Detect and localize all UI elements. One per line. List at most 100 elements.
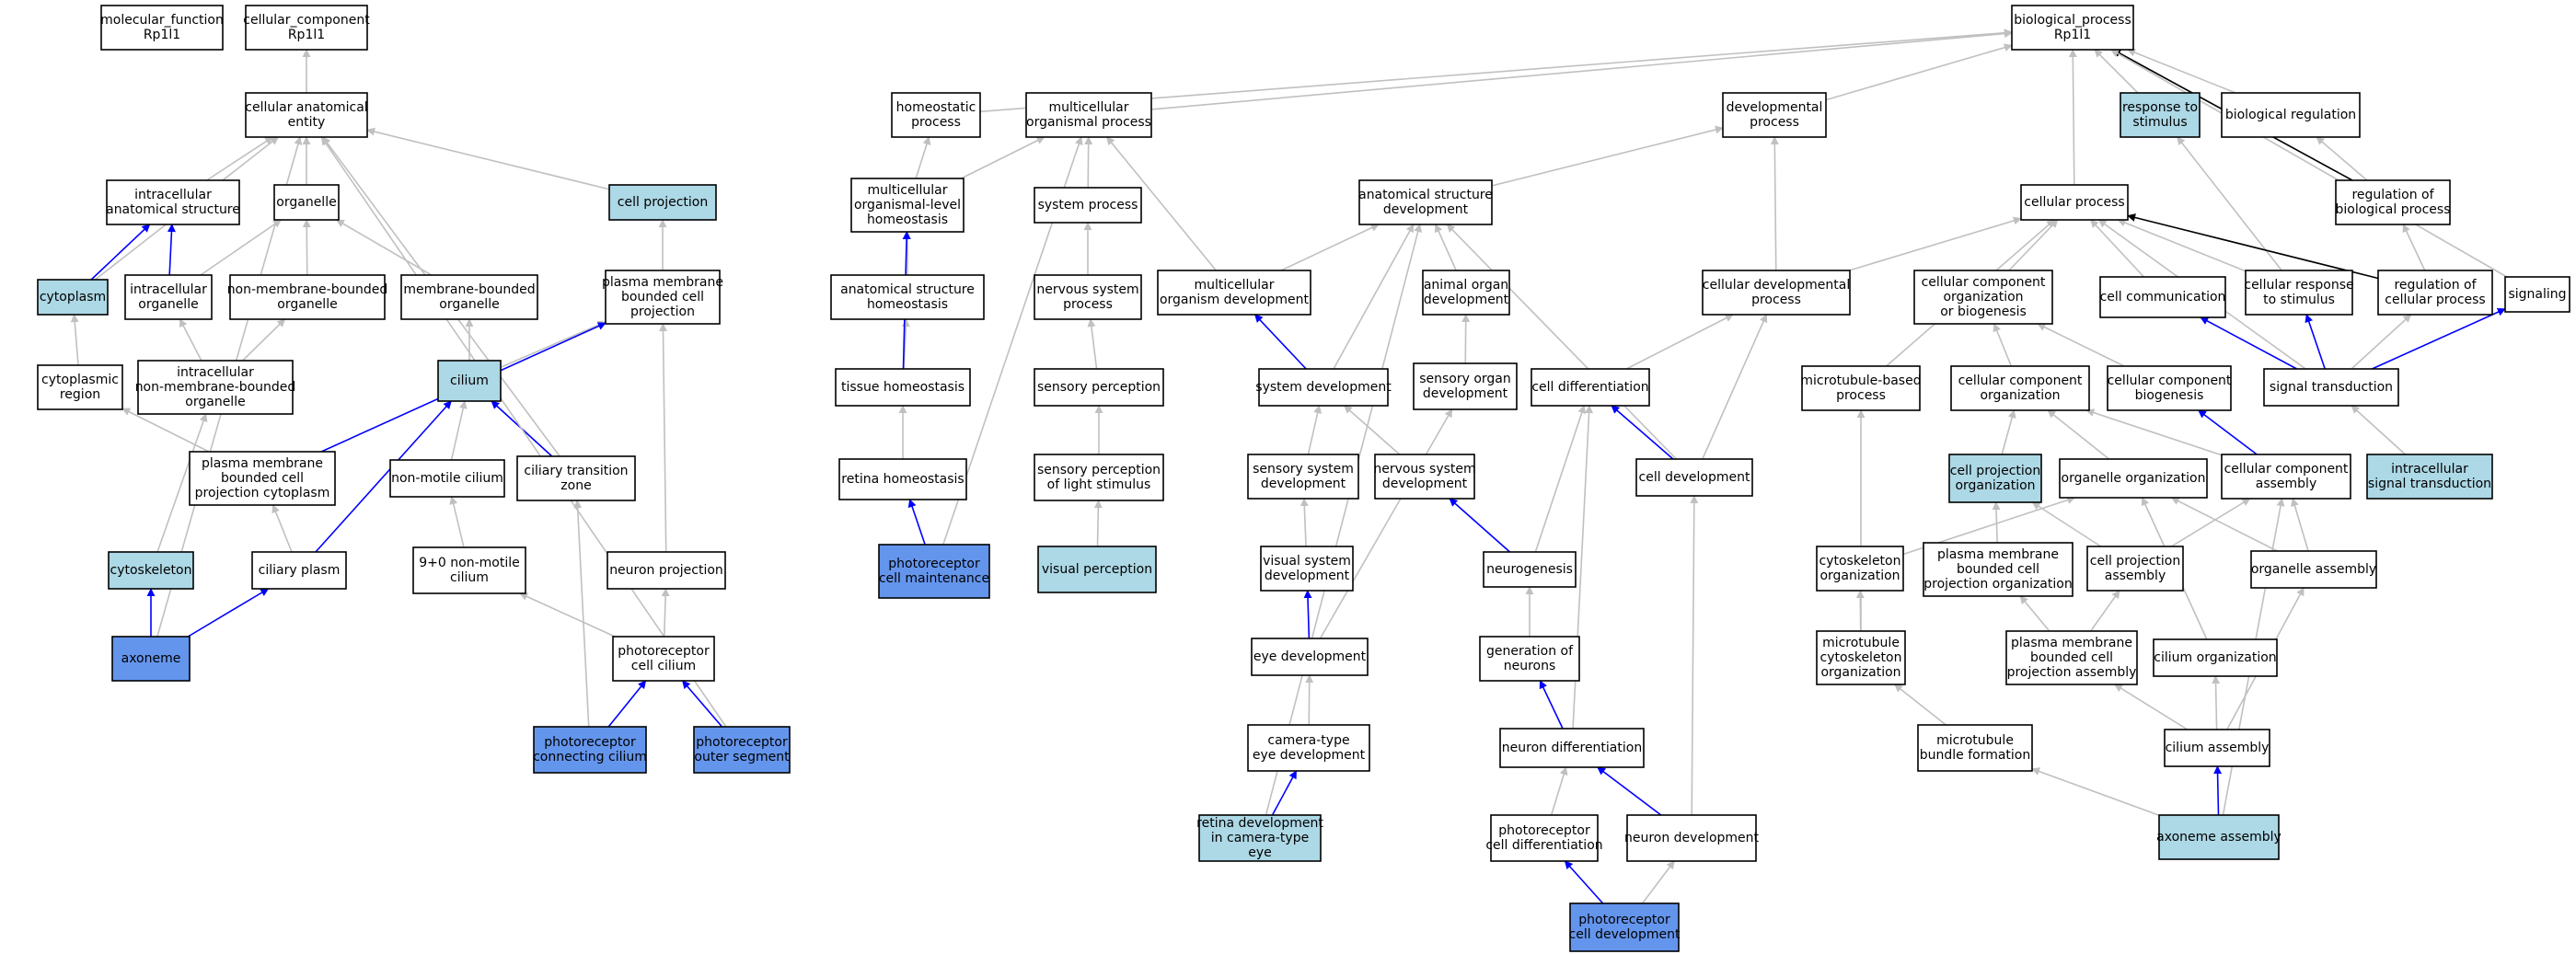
node-neuron-development[interactable]: neuron development (1624, 814, 1760, 862)
node-neuron-projection[interactable]: neuron projection (606, 551, 726, 590)
node-cytoskeleton[interactable]: cytoskeleton (108, 551, 194, 590)
node-system-development[interactable]: system development (1255, 368, 1392, 407)
node-organelle-assembly[interactable]: organelle assembly (2250, 550, 2377, 589)
node-cellular-process[interactable]: cellular process (2020, 184, 2129, 221)
node-label-line: cytoskeleton (110, 563, 192, 578)
node-cilium-organization[interactable]: cilium organization (2153, 638, 2278, 677)
node-cilium[interactable]: cilium (437, 360, 502, 402)
node-cytoplasm[interactable]: cytoplasm (37, 279, 109, 316)
node-eye-development[interactable]: eye development (1251, 638, 1369, 676)
node-signaling[interactable]: signaling (2504, 276, 2570, 313)
node-ciliary-plasm[interactable]: ciliary plasm (251, 551, 347, 590)
node-label-line: Rp1l1 (2054, 28, 2091, 42)
node-organelle-organization[interactable]: organelle organization (2059, 458, 2208, 499)
node-cilium-assembly[interactable]: cilium assembly (2164, 729, 2270, 767)
node-box (1917, 724, 2033, 772)
node-tissue-homeostasis[interactable]: tissue homeostasis (835, 368, 971, 407)
node-retina-homeostasis[interactable]: retina homeostasis (838, 458, 967, 500)
node-axoneme-assembly[interactable]: axoneme assembly (2156, 814, 2281, 860)
node-cell-projection[interactable]: cell projection (608, 184, 717, 221)
node-label-line: anatomical structure (1358, 188, 1493, 202)
node-organelle[interactable]: organelle (273, 184, 340, 221)
node-signal-transduction[interactable]: signal transduction (2263, 368, 2399, 407)
node-label-line: sensory perception (1037, 380, 1161, 395)
node-cell-communication[interactable]: cell communication (2099, 276, 2226, 318)
node-label-line: Rp1l1 (288, 28, 325, 42)
node-cell-differentiation[interactable]: cell differentiation (1531, 368, 1650, 407)
node-biological-regulation[interactable]: biological regulation (2221, 92, 2361, 138)
edge-photoreceptor-cell-differentiation-to-neuron-differentiation (1550, 766, 1568, 816)
node-label-line: connecting cilium (533, 750, 647, 764)
edge-ciliary-plasm-to-cilium (315, 400, 452, 553)
node-neurogenesis[interactable]: neurogenesis (1483, 551, 1577, 588)
node-sensory-perception[interactable]: sensory perception (1034, 368, 1164, 407)
edge-cellular-component-assembly-to-cellular-component-organization (2085, 408, 2223, 456)
node-label-line: cilium assembly (2166, 741, 2270, 755)
node-cell-development[interactable]: cell development (1635, 458, 1753, 497)
node-label-line: stimulus (2132, 115, 2187, 130)
node-neuron-differentiation[interactable]: neuron differentiation (1499, 728, 1645, 768)
node-system-process[interactable]: system process (1034, 187, 1142, 224)
node-label-line: system development (1255, 380, 1392, 395)
node-non-motile-cilium[interactable]: non-motile cilium (389, 459, 505, 498)
edge-organelle-assembly-to-cellular-component-assembly (2291, 498, 2309, 552)
node-intracellular-nmbo[interactable]: intracellularnon-membrane-boundedorganel… (135, 360, 296, 415)
node-visual-perception[interactable]: visual perception (1037, 546, 1157, 593)
node-axoneme[interactable]: axoneme (111, 636, 191, 682)
